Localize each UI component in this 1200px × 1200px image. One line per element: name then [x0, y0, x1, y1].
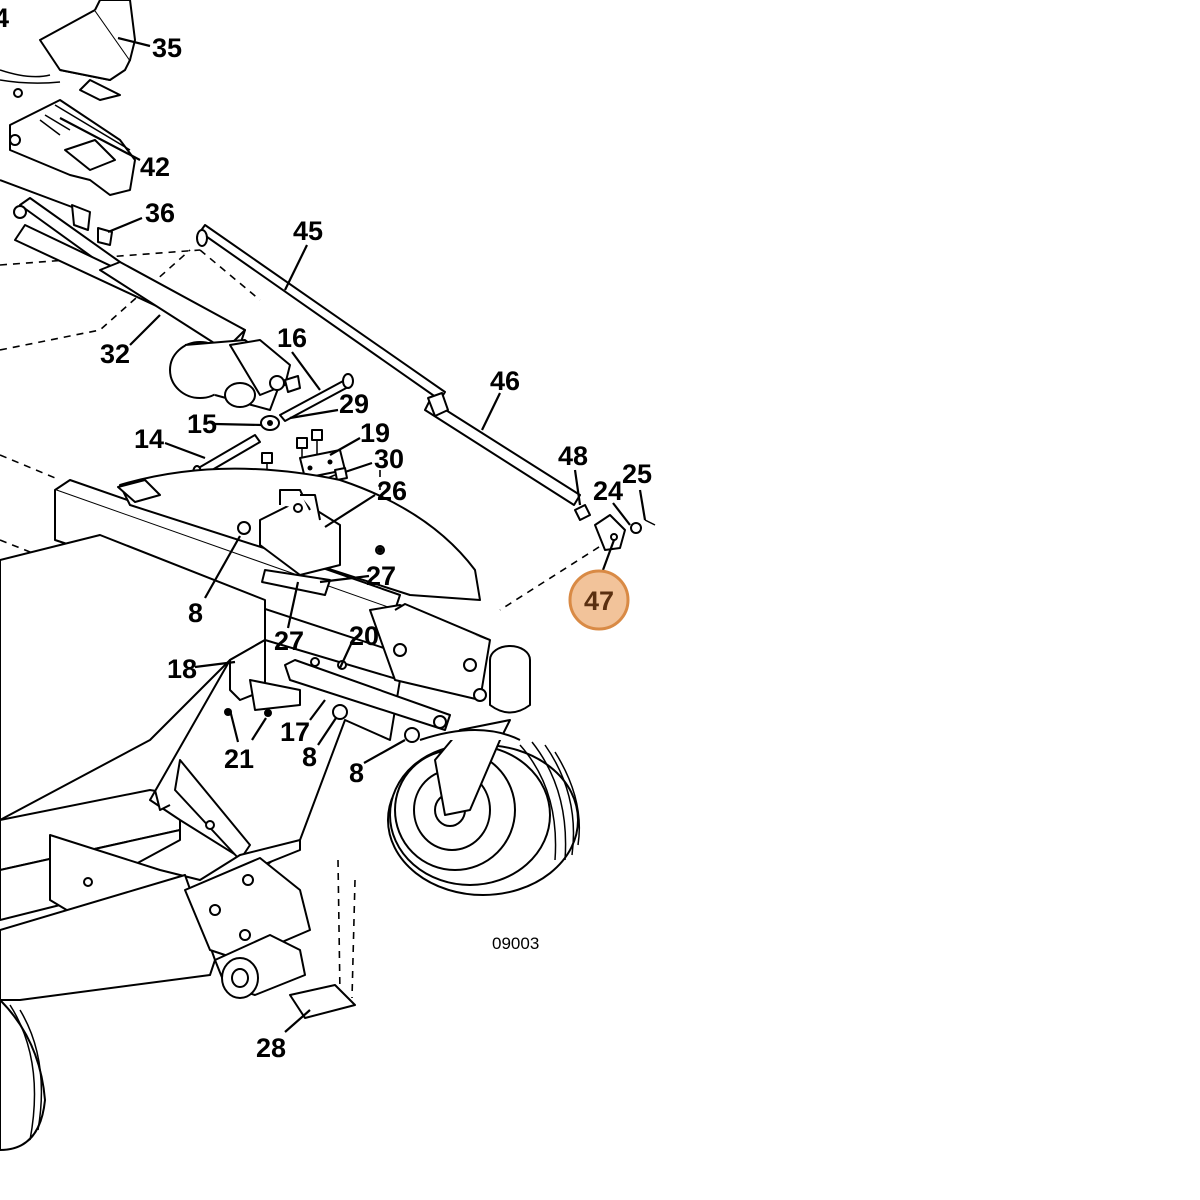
callout-30: 30: [374, 444, 404, 474]
callout-8-middle: 8: [302, 742, 317, 772]
rod-45: [196, 224, 446, 401]
callout-19: 19: [360, 418, 390, 448]
callout-32: 32: [100, 339, 130, 369]
drawing-code: 09003: [492, 934, 539, 953]
callout-28: 28: [256, 1033, 286, 1063]
rod-46: [424, 392, 581, 506]
callout-45: 45: [293, 216, 323, 246]
callout-25: 25: [622, 459, 652, 489]
highlight-label: 47: [584, 586, 614, 616]
end-hardware: [574, 504, 656, 551]
highlighted-callout-47[interactable]: 47: [568, 569, 630, 631]
callout-35: 35: [152, 33, 182, 63]
mount-bracket-26: [259, 489, 341, 596]
callout-8-left: 8: [188, 598, 203, 628]
callout-15: 15: [187, 409, 217, 439]
callout-labels: 4 35 42 36 45 32 16 46 29 15 14 19 30 48…: [0, 3, 652, 1063]
callout-17: 17: [280, 717, 310, 747]
leader-lines: [59, 36, 647, 1033]
callout-18: 18: [167, 654, 197, 684]
nuts: [237, 521, 383, 553]
rear-wheel: [0, 999, 46, 1151]
highlight-circle: [568, 569, 630, 631]
actuator-32: [14, 224, 301, 411]
callout-29: 29: [339, 389, 369, 419]
callout-24: 24: [593, 476, 623, 506]
callout-8-right: 8: [349, 758, 364, 788]
callout-48: 48: [558, 441, 588, 471]
caster-wheel-assembly: [369, 603, 581, 896]
callout-20: 20: [349, 621, 379, 651]
callout-42: 42: [140, 152, 170, 182]
callout-14: 14: [134, 424, 164, 454]
callout-46: 46: [490, 366, 520, 396]
callout-27-upper: 27: [366, 561, 396, 591]
callout-16: 16: [277, 323, 307, 353]
front-arm-assembly: [224, 639, 451, 731]
callout-4: 4: [0, 3, 9, 33]
callout-26: 26: [377, 476, 407, 506]
lift-lever-assembly: [0, 0, 136, 271]
callout-21: 21: [224, 744, 254, 774]
callout-27-lower: 27: [274, 626, 304, 656]
callout-36: 36: [145, 198, 175, 228]
mower-deck-frame: [0, 467, 481, 1019]
